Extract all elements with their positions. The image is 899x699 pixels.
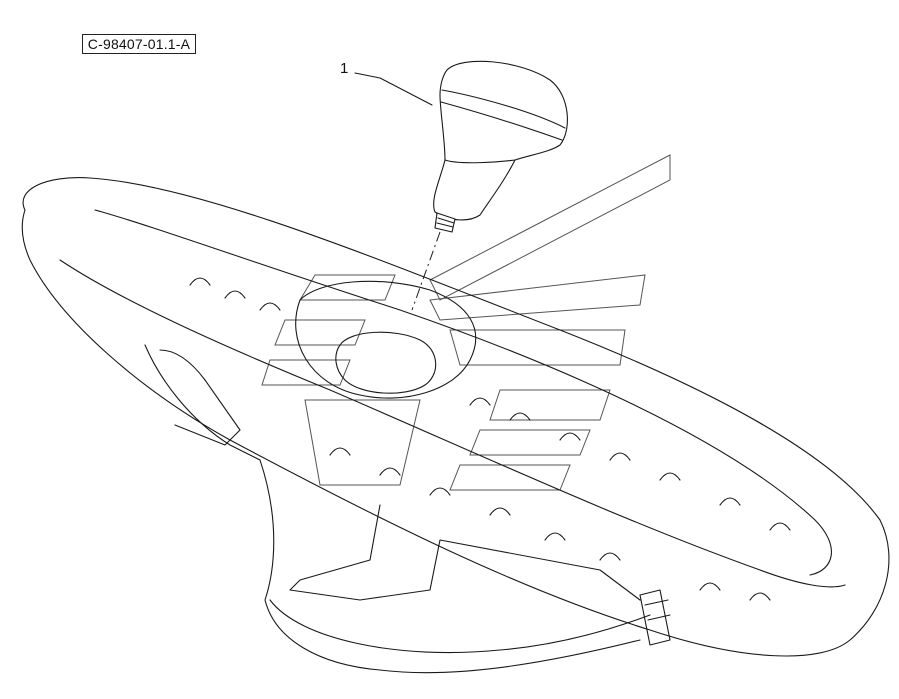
hub-top xyxy=(295,280,477,399)
wheel-rim-outer xyxy=(21,177,890,657)
knob xyxy=(433,60,568,233)
knob-band-upper xyxy=(441,89,566,129)
spoke-bottom xyxy=(289,504,641,601)
rim-scallops xyxy=(189,277,791,601)
callout-label-1: 1 xyxy=(340,60,349,77)
knob-body xyxy=(433,60,568,221)
wheel-rim-inner-bottom xyxy=(59,259,846,588)
lower-housing xyxy=(144,344,641,674)
watermark-logo xyxy=(261,154,671,491)
wheel-rim-inner-top xyxy=(94,209,832,576)
assembly-axis xyxy=(411,231,441,311)
steering-wheel xyxy=(21,177,890,674)
housing-lower-edge xyxy=(269,599,651,654)
knob-thread-stud xyxy=(434,212,456,233)
knob-band-lower xyxy=(440,101,563,141)
hub-center xyxy=(335,331,437,394)
drawing-reference-code: C-98407-01.1-A xyxy=(82,34,196,54)
callout-leader-1 xyxy=(354,72,433,106)
spoke-left xyxy=(159,349,241,446)
bracket-right xyxy=(639,589,671,646)
knob-neck-edge xyxy=(444,159,516,164)
